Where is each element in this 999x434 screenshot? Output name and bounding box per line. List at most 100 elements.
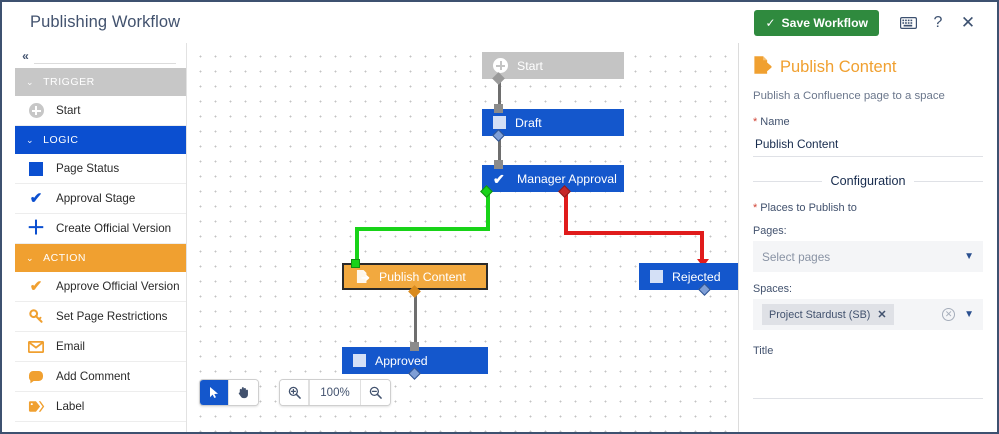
canvas-node-label: Manager Approval [517,171,617,186]
edge-draft-manager-approval [498,135,501,164]
zoom-in-icon[interactable] [280,380,309,405]
edge-start-draft [498,78,501,107]
cursor-icon[interactable] [200,380,229,405]
header-actions: ✓ Save Workflow ? ✕ [754,8,997,38]
close-icon[interactable]: ✕ [960,12,976,32]
sidebar-item-label: Email [56,340,85,353]
key-icon [27,308,45,326]
node-handle-draft-in[interactable] [494,104,503,113]
sidebar-item-label: Approval Stage [56,192,136,205]
sidebar-item-approve-official-version[interactable]: ✔ Approve Official Version [15,272,186,302]
pages-field-label: Pages: [753,225,787,237]
configuration-label: Configuration [830,174,906,188]
sidebar-item-label: Add Comment [56,370,131,383]
sidebar-top-bar: « [15,43,186,68]
sidebar-item-email[interactable]: Email [15,332,186,362]
canvas-node-label: Start [517,58,543,73]
sidebar-item-label[interactable]: Label [15,392,186,422]
spaces-select[interactable]: Project Stardust (SB) ✕ ✕ ▼ [753,299,983,330]
component-sidebar: « ⌄ TRIGGER Start ⌄ LOGIC Page Status ✔ … [15,43,187,432]
sidebar-item-add-comment[interactable]: Add Comment [15,362,186,392]
chevron-down-icon: ⌄ [26,252,35,263]
edge-publish-approved [414,291,417,345]
sidebar-item-label: Start [56,104,81,117]
node-handle-publish-in[interactable] [351,259,360,268]
node-config-panel: Publish Content Publish a Confluence pag… [738,43,997,432]
spaces-field-label: Spaces: [753,283,793,295]
sidebar-item-label: Page Status [56,162,120,175]
edge-approval-rejected-h [564,231,704,235]
plus-icon: ＋ [26,218,46,239]
square-icon [493,116,506,129]
sidebar-item-label: Create Official Version [56,222,172,235]
help-button[interactable]: ? [933,13,943,31]
pages-select[interactable]: Select pages ▼ [753,241,983,272]
name-input[interactable] [753,131,983,157]
keyboard-icon[interactable] [893,8,923,38]
tool-mode-group [199,379,259,406]
canvas-node-rejected[interactable]: Rejected [639,263,738,290]
sidebar-section-action[interactable]: ⌄ ACTION [15,244,186,272]
sidebar-item-approval-stage[interactable]: ✔ Approval Stage [15,184,186,214]
page-title: Publishing Workflow [30,13,181,31]
edge-approval-rejected-v2 [700,231,704,262]
chevron-down-icon: ⌄ [26,134,35,145]
chevron-down-icon: ▼ [964,251,974,262]
panel-description: Publish a Confluence page to a space [753,90,945,102]
save-workflow-button[interactable]: ✓ Save Workflow [754,9,879,36]
edge-approval-publish-h [355,227,490,231]
panel-title-row: Publish Content [753,55,983,80]
main-body: « ⌄ TRIGGER Start ⌄ LOGIC Page Status ✔ … [2,43,997,432]
edge-approval-rejected-v1 [564,192,568,234]
check-icon: ✔ [29,190,43,207]
plus-circle-icon [493,58,508,73]
hand-icon[interactable] [229,380,258,405]
square-icon [27,160,45,178]
search-input[interactable] [34,47,176,64]
space-tag-label: Project Stardust (SB) [769,308,871,321]
sidebar-section-label: ACTION [43,252,87,264]
space-tag[interactable]: Project Stardust (SB) ✕ [762,304,894,325]
canvas-node-manager-approval[interactable]: ✔ Manager Approval [482,165,624,192]
app-header: Publishing Workflow ✓ Save Workflow ? ✕ [2,2,997,43]
check-icon: ✔ [29,278,43,295]
sidebar-item-label: Set Page Restrictions [56,310,168,323]
zoom-out-icon[interactable] [361,380,390,405]
square-icon [353,354,366,367]
sidebar-section-label: LOGIC [43,134,79,146]
panel-title: Publish Content [780,58,897,76]
sidebar-item-label: Label [56,400,85,413]
node-handle-approval-in[interactable] [494,160,503,169]
name-field-label: *Name [753,116,790,128]
publish-doc-icon [355,269,370,284]
sidebar-item-create-official-version[interactable]: ＋ Create Official Version [15,214,186,244]
check-icon: ✔ [493,170,505,187]
canvas-node-label: Rejected [672,269,721,284]
required-asterisk: * [753,202,758,214]
sidebar-section-trigger[interactable]: ⌄ TRIGGER [15,68,186,96]
sidebar-item-page-status[interactable]: Page Status [15,154,186,184]
canvas-node-label: Draft [515,115,542,130]
pages-placeholder: Select pages [762,249,831,264]
title-input[interactable] [753,371,983,399]
check-icon: ✓ [765,15,776,30]
remove-tag-icon[interactable]: ✕ [877,309,887,321]
divider-right [914,180,984,182]
places-to-publish-label: *Places to Publish to [753,202,857,214]
title-field-label: Title [753,345,774,357]
collapse-sidebar-button[interactable]: « [22,48,29,63]
clear-circle-icon[interactable]: ✕ [942,308,956,321]
workflow-canvas[interactable]: Start Draft ✔ Manager Approval Publish C… [187,43,738,432]
canvas-node-draft[interactable]: Draft [482,109,624,136]
node-handle-approved-in[interactable] [410,342,419,351]
edge-approval-publish-v1 [486,192,490,230]
divider-left [753,180,822,182]
comment-icon [27,368,45,386]
sidebar-item-set-page-restrictions[interactable]: Set Page Restrictions [15,302,186,332]
sidebar-section-logic[interactable]: ⌄ LOGIC [15,126,186,154]
sidebar-item-start[interactable]: Start [15,96,186,126]
sidebar-item-label: Approve Official Version [56,280,180,293]
canvas-toolbar: 100% [199,379,391,406]
publish-doc-icon [753,55,772,80]
canvas-node-start[interactable]: Start [482,52,624,79]
